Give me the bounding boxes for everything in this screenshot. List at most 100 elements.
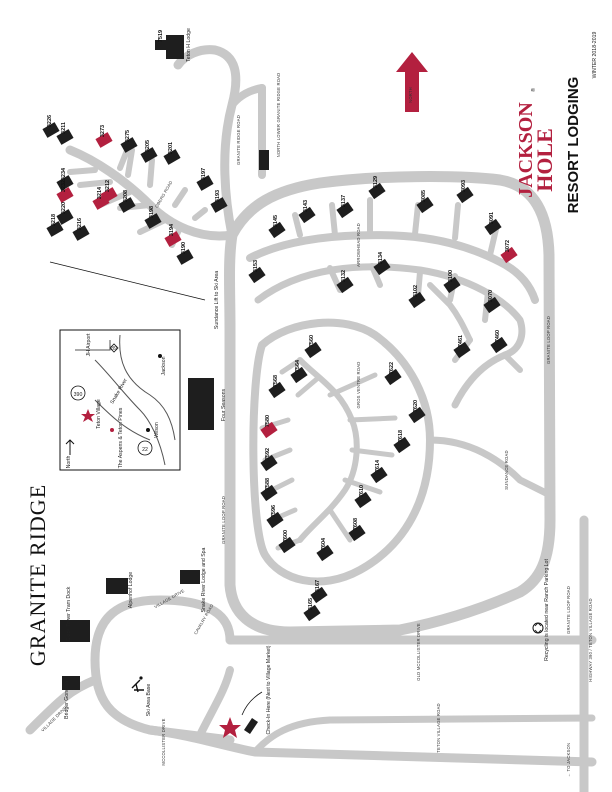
building-3226[interactable]: 3226 — [42, 115, 60, 138]
building-3205[interactable]: 3205 — [140, 140, 158, 163]
building-3137[interactable]: 3137 — [336, 195, 354, 219]
gros-ventre-road-path[interactable] — [249, 318, 434, 586]
building-3153[interactable]: 3153 — [248, 260, 266, 284]
building-3197[interactable]: 3197 — [196, 168, 214, 191]
building-lot-3194 — [164, 231, 182, 247]
building-7461[interactable]: 7461 — [453, 335, 471, 359]
building-3132[interactable]: 3132 — [336, 270, 354, 294]
building-lot-3220 — [56, 209, 74, 225]
building-3208[interactable]: 3208 — [118, 190, 136, 213]
building-3216[interactable]: 3216 — [72, 218, 90, 241]
building-7620[interactable]: 7620 — [408, 400, 426, 424]
building-number-3273: 3273 — [100, 125, 106, 137]
building-number-7600: 7600 — [283, 530, 289, 542]
building-3198[interactable]: 3198 — [144, 206, 162, 229]
teton-village-road-path[interactable] — [251, 714, 596, 756]
building-lot-3216 — [72, 225, 90, 241]
building-7519[interactable]: 7519 — [155, 30, 169, 50]
building-lot-3165 — [303, 604, 321, 622]
building-3072[interactable]: 3072 — [500, 240, 518, 264]
road-label-teton-village-road: TETON VILLAGE ROAD — [436, 703, 441, 753]
building-number-7604: 7604 — [321, 537, 327, 550]
bridger-gondola-building — [62, 676, 80, 690]
building-3093[interactable]: 3093 — [456, 180, 474, 204]
building-7592[interactable]: 7592 — [260, 448, 278, 472]
building-7580[interactable]: 7580 — [260, 415, 278, 439]
snake-river-lodge-building — [180, 570, 200, 584]
building-lot-7564 — [290, 366, 308, 384]
building-number-7596: 7596 — [271, 505, 277, 517]
building-number-3275: 3275 — [125, 130, 131, 142]
building-number-3085: 3085 — [421, 190, 427, 202]
building-3100[interactable]: 3100 — [443, 270, 461, 294]
building-3091[interactable]: 3091 — [484, 212, 502, 236]
granite-ridge-road-path[interactable] — [173, 45, 241, 240]
building-lot-7580 — [260, 421, 278, 439]
building-7608[interactable]: 7608 — [348, 518, 366, 542]
building-7604[interactable]: 7604 — [316, 537, 334, 562]
building-3165[interactable]: 3165 — [303, 598, 321, 622]
sundance-lift-line — [49, 261, 206, 301]
building-3201[interactable]: 3201 — [163, 142, 181, 165]
arrowhead-road-path[interactable] — [246, 231, 539, 304]
building-number-3072: 3072 — [505, 240, 511, 252]
inset-label-wilson: Wilson — [154, 422, 160, 438]
building-number-7519: 7519 — [158, 30, 164, 42]
village-drive-path[interactable] — [90, 595, 235, 745]
building-number-3197: 3197 — [201, 168, 207, 180]
building-3194[interactable]: 3194 — [164, 223, 182, 247]
inset-label-jackson: Jackson — [161, 356, 167, 375]
building-3220[interactable]: 3220 — [56, 202, 74, 225]
building-lot-3232 — [56, 187, 74, 203]
building-3145[interactable]: 3145 — [268, 215, 286, 239]
building-lot-3102 — [408, 291, 426, 309]
building-3143[interactable]: 3143 — [298, 200, 316, 224]
check-in-arrow — [241, 691, 263, 716]
brand-line1: JACKSON — [515, 102, 537, 198]
building-7596[interactable]: 7596 — [266, 505, 284, 529]
building-7618[interactable]: 7618 — [393, 430, 411, 454]
building-3190[interactable]: 3190 — [176, 242, 194, 265]
inset-label-hwy-89: 89 — [111, 346, 117, 352]
building-3212[interactable]: 3212 — [100, 180, 118, 203]
building-3134[interactable]: 3134 — [373, 251, 391, 276]
building-7622[interactable]: 7622 — [384, 362, 402, 386]
building-number-3194: 3194 — [169, 223, 175, 236]
building-3232[interactable]: 3232 — [56, 180, 74, 203]
building-lot-3072 — [500, 246, 518, 264]
building-3167[interactable]: 3167 — [310, 580, 328, 604]
building-3273[interactable]: 3273 — [95, 125, 113, 148]
building-number-7622: 7622 — [389, 362, 395, 374]
building-7564[interactable]: 7564 — [290, 359, 308, 384]
building-number-3201: 3201 — [168, 142, 174, 154]
building-3085[interactable]: 3085 — [416, 190, 434, 214]
building-7560[interactable]: 7560 — [304, 335, 322, 359]
building-3218[interactable]: 3218 — [46, 214, 64, 237]
building-7460[interactable]: 7460 — [490, 330, 508, 354]
building-number-3132: 3132 — [341, 270, 347, 282]
building-3234[interactable]: 3234 — [56, 167, 74, 191]
building-lot-3091 — [484, 218, 502, 236]
check-in-star-icon — [219, 717, 241, 738]
cavalry-road-path[interactable] — [426, 436, 554, 499]
inset-label-hwy-22: 22 — [142, 447, 148, 453]
recycling-icon — [532, 622, 544, 634]
building-number-3143: 3143 — [303, 200, 309, 212]
building-3275[interactable]: 3275 — [120, 130, 138, 153]
wilson-dot — [146, 428, 150, 432]
building-lot-3085 — [416, 196, 434, 214]
building-3193[interactable]: 3193 — [210, 190, 228, 213]
building-number-3218: 3218 — [51, 214, 57, 226]
building-7600[interactable]: 7600 — [278, 530, 296, 554]
building-3129[interactable]: 3129 — [368, 176, 386, 200]
building-3102[interactable]: 3102 — [408, 285, 426, 309]
building-7610[interactable]: 7610 — [354, 485, 372, 509]
building-7614[interactable]: 7614 — [370, 459, 388, 484]
building-7568[interactable]: 7568 — [268, 375, 286, 399]
building-number-7460: 7460 — [495, 330, 501, 342]
building-3211[interactable]: 3211 — [56, 122, 74, 145]
building-3070[interactable]: 3070 — [483, 290, 501, 314]
building-lot-7600 — [278, 536, 296, 554]
building-7588[interactable]: 7588 — [260, 478, 278, 502]
granite-loop-road[interactable] — [224, 171, 556, 638]
